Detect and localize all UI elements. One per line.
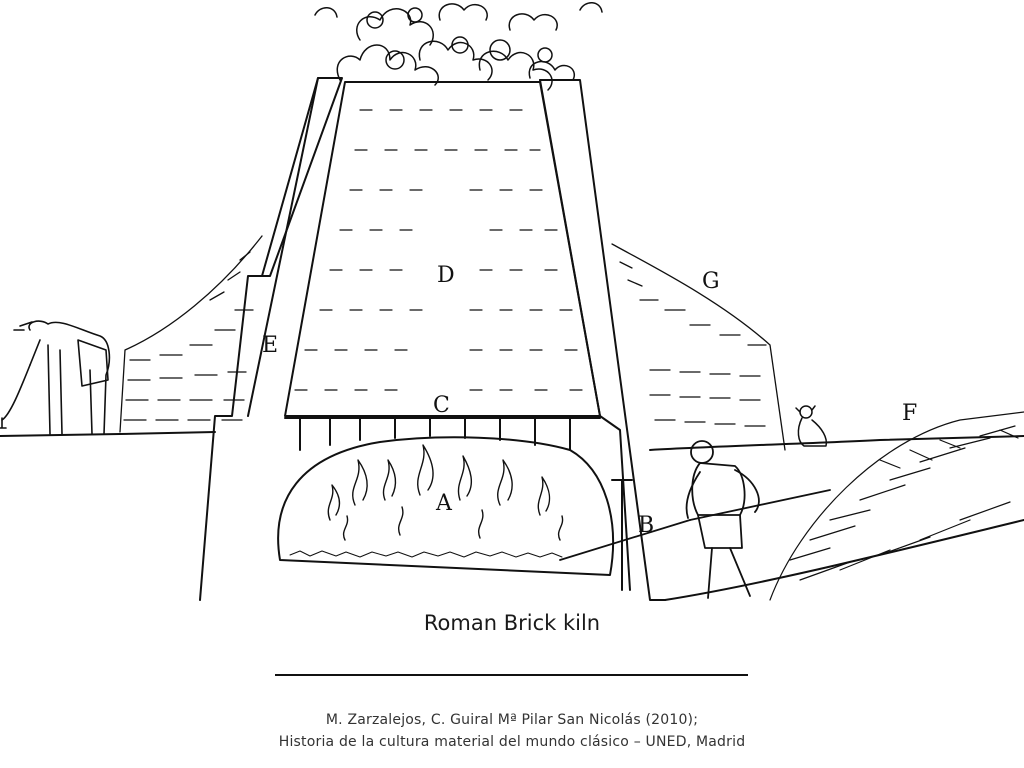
label-e: E (262, 333, 278, 358)
flames (327, 444, 564, 541)
left-brick-pile (119, 235, 263, 433)
stoker-figure (559, 440, 831, 599)
credit-line-1: M. Zarzalejos, C. Guiral Mª Pilar San Ni… (325, 712, 699, 728)
label-b: B (638, 513, 654, 538)
label-g: G (702, 269, 720, 294)
figure-caption: Roman Brick kiln (423, 611, 601, 635)
label-c: C (433, 393, 450, 418)
firewood-pile (769, 411, 1024, 601)
embers (289, 550, 563, 558)
ground-line (0, 431, 216, 437)
kiln-grate (284, 417, 601, 451)
right-brick-pile (611, 243, 786, 451)
kiln-illustration: D C A B E G F (0, 2, 1024, 601)
brick-texture (294, 109, 583, 391)
smoke (314, 2, 603, 91)
label-a: A (435, 491, 453, 516)
credit-line-2: Historia de la cultura material del mund… (278, 734, 746, 750)
firing-chamber (277, 436, 614, 576)
caption-divider (275, 674, 748, 676)
label-d: D (437, 263, 455, 288)
brick-stack (284, 81, 601, 417)
donkey-figure (0, 320, 111, 435)
stoking-channel (611, 479, 633, 591)
label-f: F (902, 401, 917, 426)
dog-figure (795, 405, 828, 447)
ground-line-right (649, 435, 1024, 451)
